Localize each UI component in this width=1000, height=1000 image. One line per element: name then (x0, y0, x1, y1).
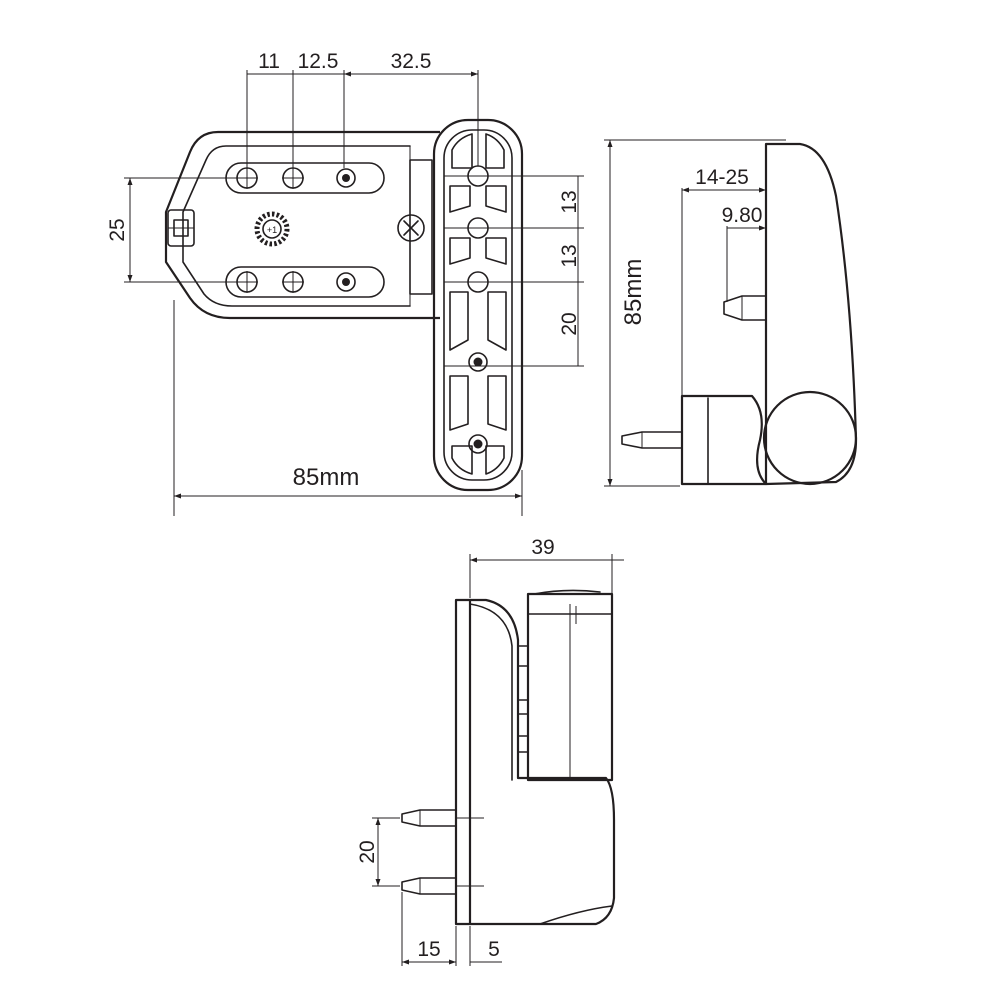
side-peg (723, 295, 767, 321)
frame-leaf-outline (164, 130, 440, 320)
dim-20-bottom-label: 20 (356, 840, 379, 863)
dim-20-label: 20 (558, 312, 581, 335)
dim-39-label: 39 (531, 536, 554, 559)
bottom-cylinder (526, 592, 614, 782)
side-view: 85mm 14-25 9.80 (604, 139, 858, 487)
back-plate (454, 598, 472, 926)
dim-13b-label: 13 (558, 244, 581, 267)
dim-25-label: 25 (106, 218, 129, 241)
upper-pin (401, 809, 457, 827)
dim-11-label: 11 (258, 50, 280, 73)
dim-12-5-label: 12.5 (298, 50, 339, 73)
dim-adjust-label: 14-25 (695, 166, 749, 189)
bottom-view: 39 20 15 5 (356, 536, 624, 966)
screw-head-icon (397, 214, 425, 242)
dim-offset-label: 9.80 (722, 204, 763, 227)
side-body-outline (764, 142, 858, 486)
adjustment-gear-icon: +1 (254, 211, 290, 247)
dim-32-5-label: 32.5 (391, 50, 432, 73)
side-pin (621, 431, 683, 449)
cylinder-housing (680, 394, 768, 486)
svg-text:+1: +1 (267, 225, 277, 235)
dim-13a-label: 13 (558, 190, 581, 213)
bottom-body-outline (470, 598, 616, 926)
lower-pin (401, 877, 457, 895)
dim-15-label: 15 (417, 938, 440, 961)
dim-width-label: 85mm (293, 464, 360, 491)
hole-centerlines (236, 167, 489, 293)
front-view: +1 (106, 50, 584, 516)
hinge-pin-marks (517, 645, 529, 753)
dim-height-label: 85mm (620, 259, 647, 326)
frame-leaf-inner (182, 145, 411, 307)
dim-5-label: 5 (488, 938, 500, 961)
sash-plate-cells (444, 133, 512, 475)
knuckle-circle (762, 390, 858, 486)
clip-detail (167, 209, 195, 247)
